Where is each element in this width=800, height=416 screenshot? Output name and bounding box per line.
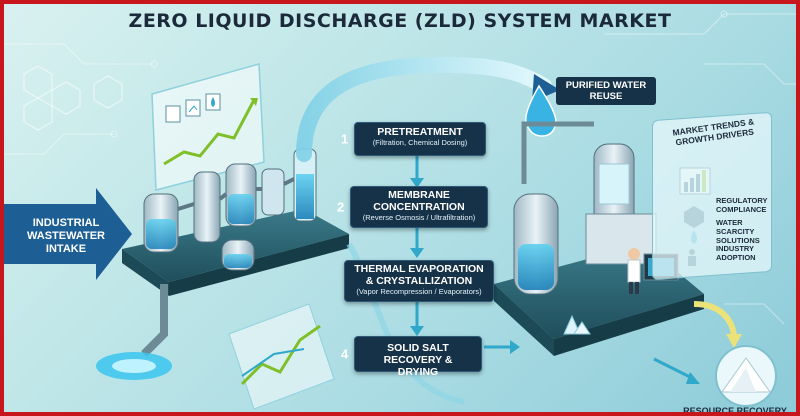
circuit-lines	[4, 10, 796, 325]
step-4-box: 4 SOLID SALT RECOVERY & DRYING	[341, 336, 482, 378]
step-number: 2	[337, 199, 345, 215]
intake-arrow	[4, 188, 132, 280]
step-number: 1	[341, 131, 349, 147]
step-title: SOLID SALT RECOVERY & DRYING	[383, 342, 453, 378]
resource-recovery-label: RESOURCE RECOVERY	[683, 406, 787, 416]
hexagon-pattern	[23, 65, 123, 131]
trend-item-regulatory: REGULATORY COMPLIANCE	[716, 196, 768, 214]
growth-chart-panel	[151, 63, 265, 191]
reuse-label: PURIFIED WATER REUSE	[556, 77, 656, 105]
step-number: 4	[341, 346, 349, 362]
step-1-box: 1 PRETREATMENT (Filtration, Chemical Dos…	[341, 122, 486, 156]
step-subtitle: (Filtration, Chemical Dosing)	[372, 138, 468, 147]
step-flow-arrows	[410, 156, 520, 354]
trend-item-water-scarcity: WATER SCARCITY SOLUTIONS	[716, 218, 760, 245]
step-title: PRETREATMENT	[377, 126, 463, 138]
lower-chart-platform	[228, 303, 335, 410]
reuse-pipe	[296, 56, 552, 162]
page-title: Zero Liquid Discharge (ZLD) System Marke…	[128, 10, 672, 32]
step-subtitle: (Vapor Recompression / Evaporators)	[356, 287, 482, 296]
step-subtitle: (Reverse Osmosis / Ultrafiltration)	[362, 213, 476, 222]
step-2-box: 2 MEMBRANE CONCENTRATION (Reverse Osmosi…	[337, 186, 488, 228]
left-plant-platform	[122, 148, 349, 296]
step-title: THERMAL EVAPORATION & CRYSTALLIZATION	[354, 263, 484, 287]
discharge-pipe	[141, 284, 168, 357]
step-3-box: 3 THERMAL EVAPORATION & CRYSTALLIZATION …	[344, 260, 494, 302]
step-title: MEMBRANE CONCENTRATION	[373, 189, 465, 213]
intake-label: INDUSTRIAL WASTEWATER INTAKE	[26, 217, 105, 255]
salt-pile-icon	[715, 345, 777, 407]
trend-item-industry: INDUSTRY ADOPTION	[716, 244, 756, 262]
